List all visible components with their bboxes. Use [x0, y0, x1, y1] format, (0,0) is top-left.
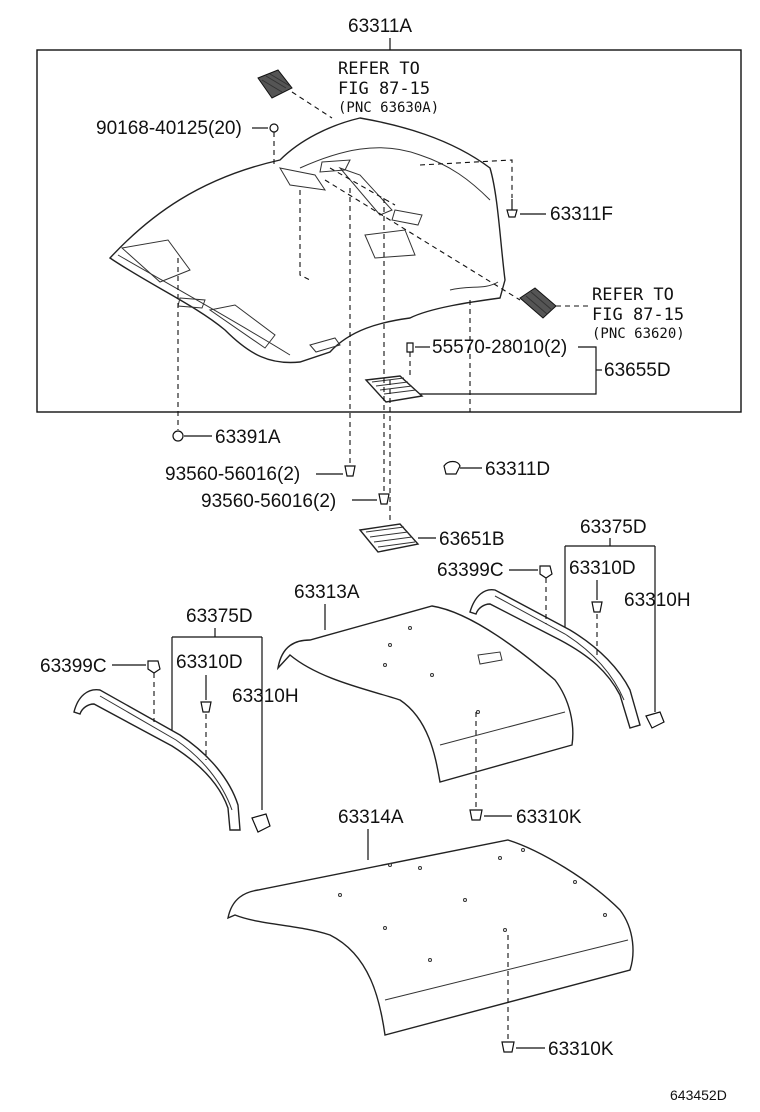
refer-right-line1: REFER TO: [592, 285, 674, 305]
label-63310K-bottom: 63310K: [548, 1039, 614, 1060]
clip-63310D-right-icon: [591, 601, 603, 613]
side-rail-left-part: [73, 689, 241, 831]
screw-90168-icon: [269, 123, 279, 133]
plug-63391A-icon: [172, 430, 184, 442]
label-63310D-left: 63310D: [176, 652, 243, 673]
refer-right-line2: FIG 87-15: [592, 305, 684, 325]
dash-63311F: [419, 159, 513, 198]
clip-63311F-icon: [506, 199, 518, 218]
clip-63310H-left-icon: [251, 813, 271, 833]
label-63399C-right: 63399C: [437, 560, 504, 581]
refer-top-line1: REFER TO: [338, 59, 420, 79]
clip-63399C-left-icon: [147, 660, 161, 674]
lamp-right-icon: [519, 287, 557, 319]
label-63314A: 63314A: [338, 807, 404, 828]
label-63399C-left: 63399C: [40, 656, 107, 677]
label-63310D-right: 63310D: [569, 558, 636, 579]
clip-63399C-right-icon: [539, 565, 553, 579]
screw-93560-b-icon: [378, 493, 390, 505]
bracket-63375D-left: [171, 628, 263, 810]
clip-63310D-left-icon: [200, 701, 212, 713]
refer-top-line2: FIG 87-15: [338, 79, 430, 99]
label-63310K-mid: 63310K: [516, 807, 582, 828]
clip-63311D-icon: [443, 460, 461, 475]
label-63311A: 63311A: [348, 16, 412, 37]
clip-55570-icon: [406, 342, 414, 353]
bracket-63375D-right: [564, 538, 656, 712]
label-63310H-right: 63310H: [624, 590, 691, 611]
label-55570: 55570-28010(2): [432, 337, 567, 358]
label-63313A: 63313A: [294, 582, 360, 603]
panel-63313A-part: [276, 605, 574, 783]
clip-63310K-bottom-icon: [501, 1041, 515, 1053]
screw-93560-a-icon: [344, 465, 356, 477]
assembly-frame: [36, 49, 742, 413]
grille-63655D-icon: [364, 375, 424, 403]
dash-63311D-a: [329, 167, 396, 206]
grille-63651B-icon: [358, 523, 420, 553]
clip-63310K-mid-icon: [469, 809, 483, 821]
label-63310H-left: 63310H: [232, 686, 299, 707]
label-63391A: 63391A: [215, 427, 281, 448]
dash-lamp-right: [324, 179, 521, 301]
label-screw-90168: 90168-40125(20): [96, 118, 242, 139]
side-rail-right-part: [469, 588, 641, 729]
label-63375D-left: 63375D: [186, 606, 253, 627]
dash-63391-path: [299, 190, 311, 281]
label-63651B: 63651B: [439, 529, 505, 550]
lamp-top-icon: [257, 69, 293, 99]
label-63311D: 63311D: [485, 459, 550, 480]
refer-top-line3: (PNC 63630A): [338, 100, 439, 116]
diagram-code: 643452D: [670, 1087, 727, 1103]
label-63375D-right: 63375D: [580, 517, 647, 538]
label-93560-b: 93560-56016(2): [201, 491, 336, 512]
refer-right-line3: (PNC 63620): [592, 326, 685, 342]
panel-63314A-part: [227, 839, 634, 1036]
label-93560-a: 93560-56016(2): [165, 464, 300, 485]
dash-lamp-top: [291, 91, 333, 119]
label-63311F: 63311F: [550, 204, 613, 225]
label-63655D: 63655D: [604, 360, 671, 381]
headliner-part: [108, 117, 506, 364]
clip-63310H-right-icon: [645, 711, 665, 729]
